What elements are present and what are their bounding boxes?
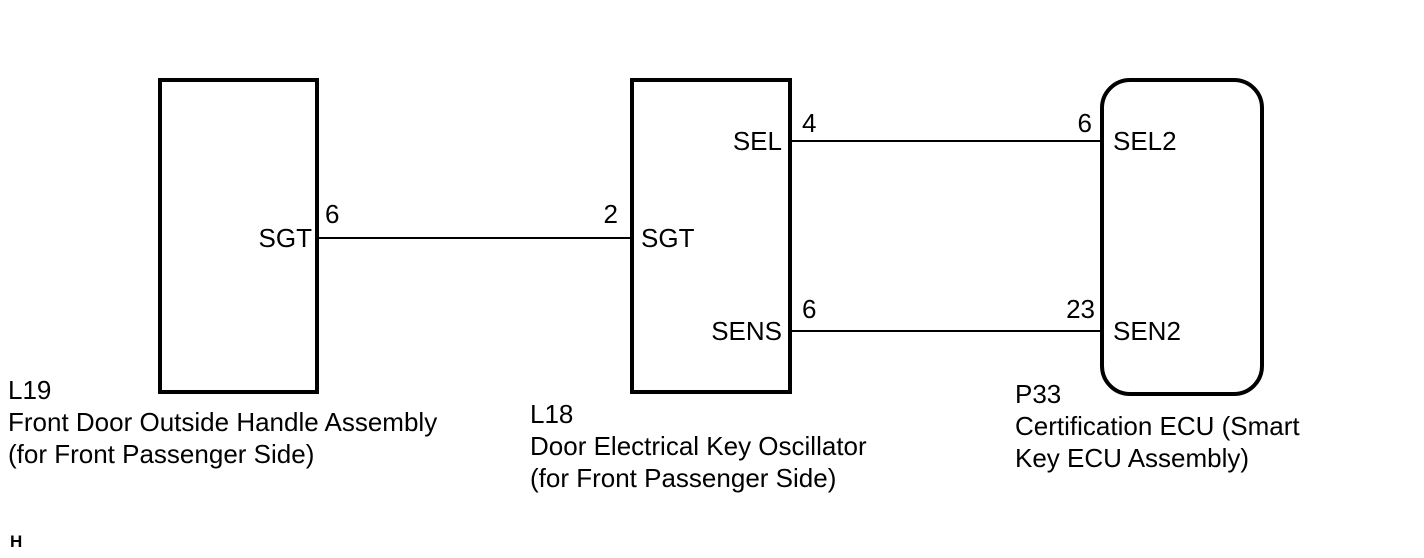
- component-name-l19-line1: Front Door Outside Handle Assembly: [8, 407, 438, 437]
- wire-l19sgt-l18sgt: [319, 237, 630, 239]
- pin-number-p33-sen2: 23: [1066, 294, 1095, 324]
- caption-l18: L18 Door Electrical Key Oscillator (for …: [530, 398, 867, 494]
- component-box-l19: [158, 78, 319, 394]
- terminal-label-l18-sgt: SGT: [641, 223, 695, 253]
- component-code-p33: P33: [1015, 379, 1062, 409]
- component-name-l19-line2: (for Front Passenger Side): [8, 439, 315, 469]
- pin-number-l18-sgt: 2: [603, 199, 618, 229]
- wire-l18sel-p33sel2: [792, 140, 1100, 142]
- component-name-l18-line2: (for Front Passenger Side): [530, 463, 837, 493]
- pin-number-l18-sel: 4: [802, 108, 817, 138]
- component-code-l19: L19: [8, 375, 52, 405]
- pin-number-l19-sgt: 6: [325, 199, 340, 229]
- footer-marker-h: H: [10, 532, 23, 551]
- component-name-p33-line1: Certification ECU (Smart: [1015, 411, 1300, 441]
- component-code-l18: L18: [530, 399, 574, 429]
- component-name-l18-line1: Door Electrical Key Oscillator: [530, 431, 867, 461]
- pin-number-p33-sel2: 6: [1077, 108, 1092, 138]
- terminal-label-l19-sgt: SGT: [258, 223, 312, 253]
- caption-l19: L19 Front Door Outside Handle Assembly (…: [8, 374, 437, 470]
- wire-l18sens-p33sen2: [792, 330, 1100, 332]
- component-box-l18: [630, 78, 792, 394]
- terminal-label-p33-sen2: SEN2: [1113, 316, 1181, 346]
- terminal-label-l18-sens: SENS: [711, 316, 782, 346]
- pin-number-l18-sens: 6: [802, 294, 817, 324]
- terminal-label-p33-sel2: SEL2: [1113, 126, 1177, 156]
- terminal-label-l18-sel: SEL: [732, 126, 782, 156]
- caption-p33: P33 Certification ECU (Smart Key ECU Ass…: [1015, 378, 1300, 474]
- component-name-p33-line2: Key ECU Assembly): [1015, 443, 1250, 473]
- component-box-p33: [1100, 78, 1264, 396]
